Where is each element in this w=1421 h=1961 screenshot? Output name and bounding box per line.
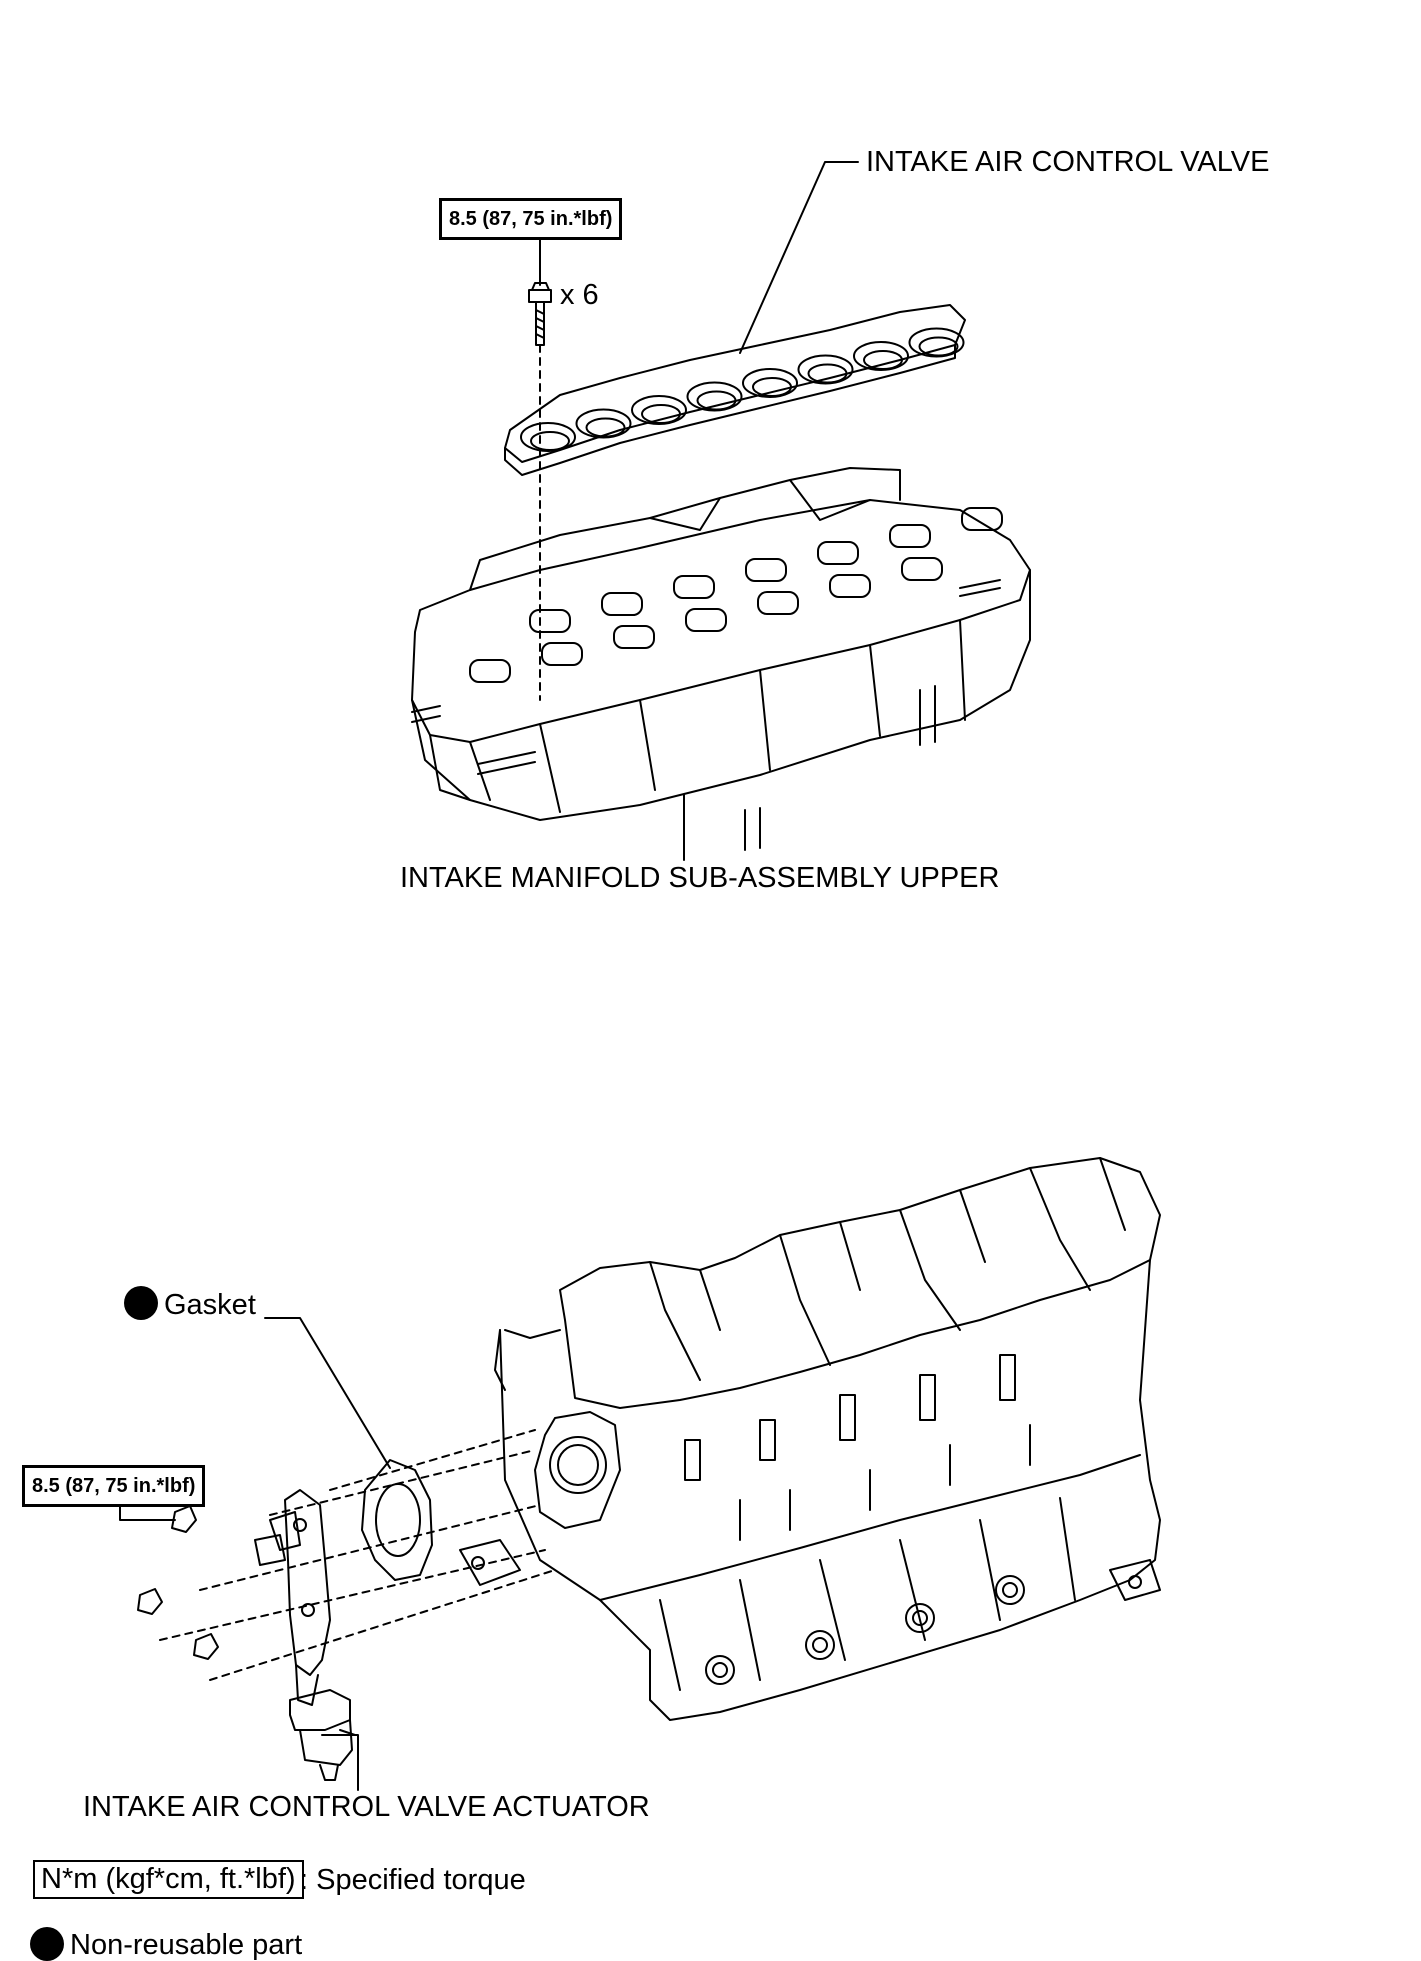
manifold-port — [817, 541, 859, 565]
bolt-drawing — [528, 234, 552, 701]
legend-non-reusable-label: Non-reusable part — [70, 1929, 303, 1961]
manifold-port — [469, 659, 511, 683]
part-label-gasket: Gasket — [164, 1289, 256, 1321]
legend-torque-desc: : Specified torque — [300, 1864, 526, 1896]
valve-port-inner — [863, 350, 903, 370]
manifold-port — [745, 558, 787, 582]
actuator-drawing — [119, 1489, 359, 1791]
valve-port — [575, 408, 632, 439]
valve-port — [797, 354, 854, 385]
manifold-port — [601, 592, 643, 616]
legend-non-reusable-marker — [30, 1927, 64, 1961]
intake-manifold-drawing — [459, 1157, 1161, 1721]
non-reusable-marker-gasket — [124, 1286, 158, 1320]
manifold-port — [673, 575, 715, 599]
valve-port-inner — [530, 431, 570, 451]
manifold-port — [961, 507, 1003, 531]
valve-port-inner — [918, 336, 959, 357]
quantity-label: x 6 — [560, 279, 599, 311]
alignment-lines — [159, 1429, 556, 1681]
valve-port-inner — [585, 417, 626, 438]
valve-port — [853, 341, 909, 371]
manifold-port — [757, 591, 799, 615]
valve-port — [520, 422, 576, 452]
valve-port — [686, 381, 743, 412]
torque-spec-box-lower: 8.5 (87, 75 in.*lbf) — [22, 1465, 206, 1507]
manifold-port — [829, 574, 871, 598]
valve-port-inner — [696, 390, 737, 411]
part-label-intake-air-control-valve: INTAKE AIR CONTROL VALVE — [866, 146, 1270, 178]
manifold-port — [541, 642, 583, 666]
valve-port — [908, 327, 965, 358]
gasket-drawing — [264, 1317, 433, 1581]
valve-port-inner — [752, 377, 792, 397]
manifold-port — [685, 608, 727, 632]
manifold-port — [901, 557, 943, 581]
valve-port-inner — [641, 404, 681, 424]
part-label-intake-manifold-upper: INTAKE MANIFOLD SUB-ASSEMBLY UPPER — [400, 862, 1000, 894]
torque-spec-box-upper: 8.5 (87, 75 in.*lbf) — [439, 198, 623, 240]
manifold-port — [613, 625, 655, 649]
manifold-port — [889, 524, 931, 548]
intake-air-control-valve-drawing — [504, 161, 966, 476]
part-label-actuator: INTAKE AIR CONTROL VALVE ACTUATOR — [83, 1791, 650, 1823]
valve-port — [742, 368, 798, 398]
intake-manifold-upper-drawing — [411, 467, 1031, 861]
valve-port-inner — [807, 363, 848, 384]
valve-port — [631, 395, 687, 425]
legend-torque-unit-box: N*m (kgf*cm, ft.*lbf) — [33, 1860, 304, 1899]
manifold-port — [529, 609, 571, 633]
